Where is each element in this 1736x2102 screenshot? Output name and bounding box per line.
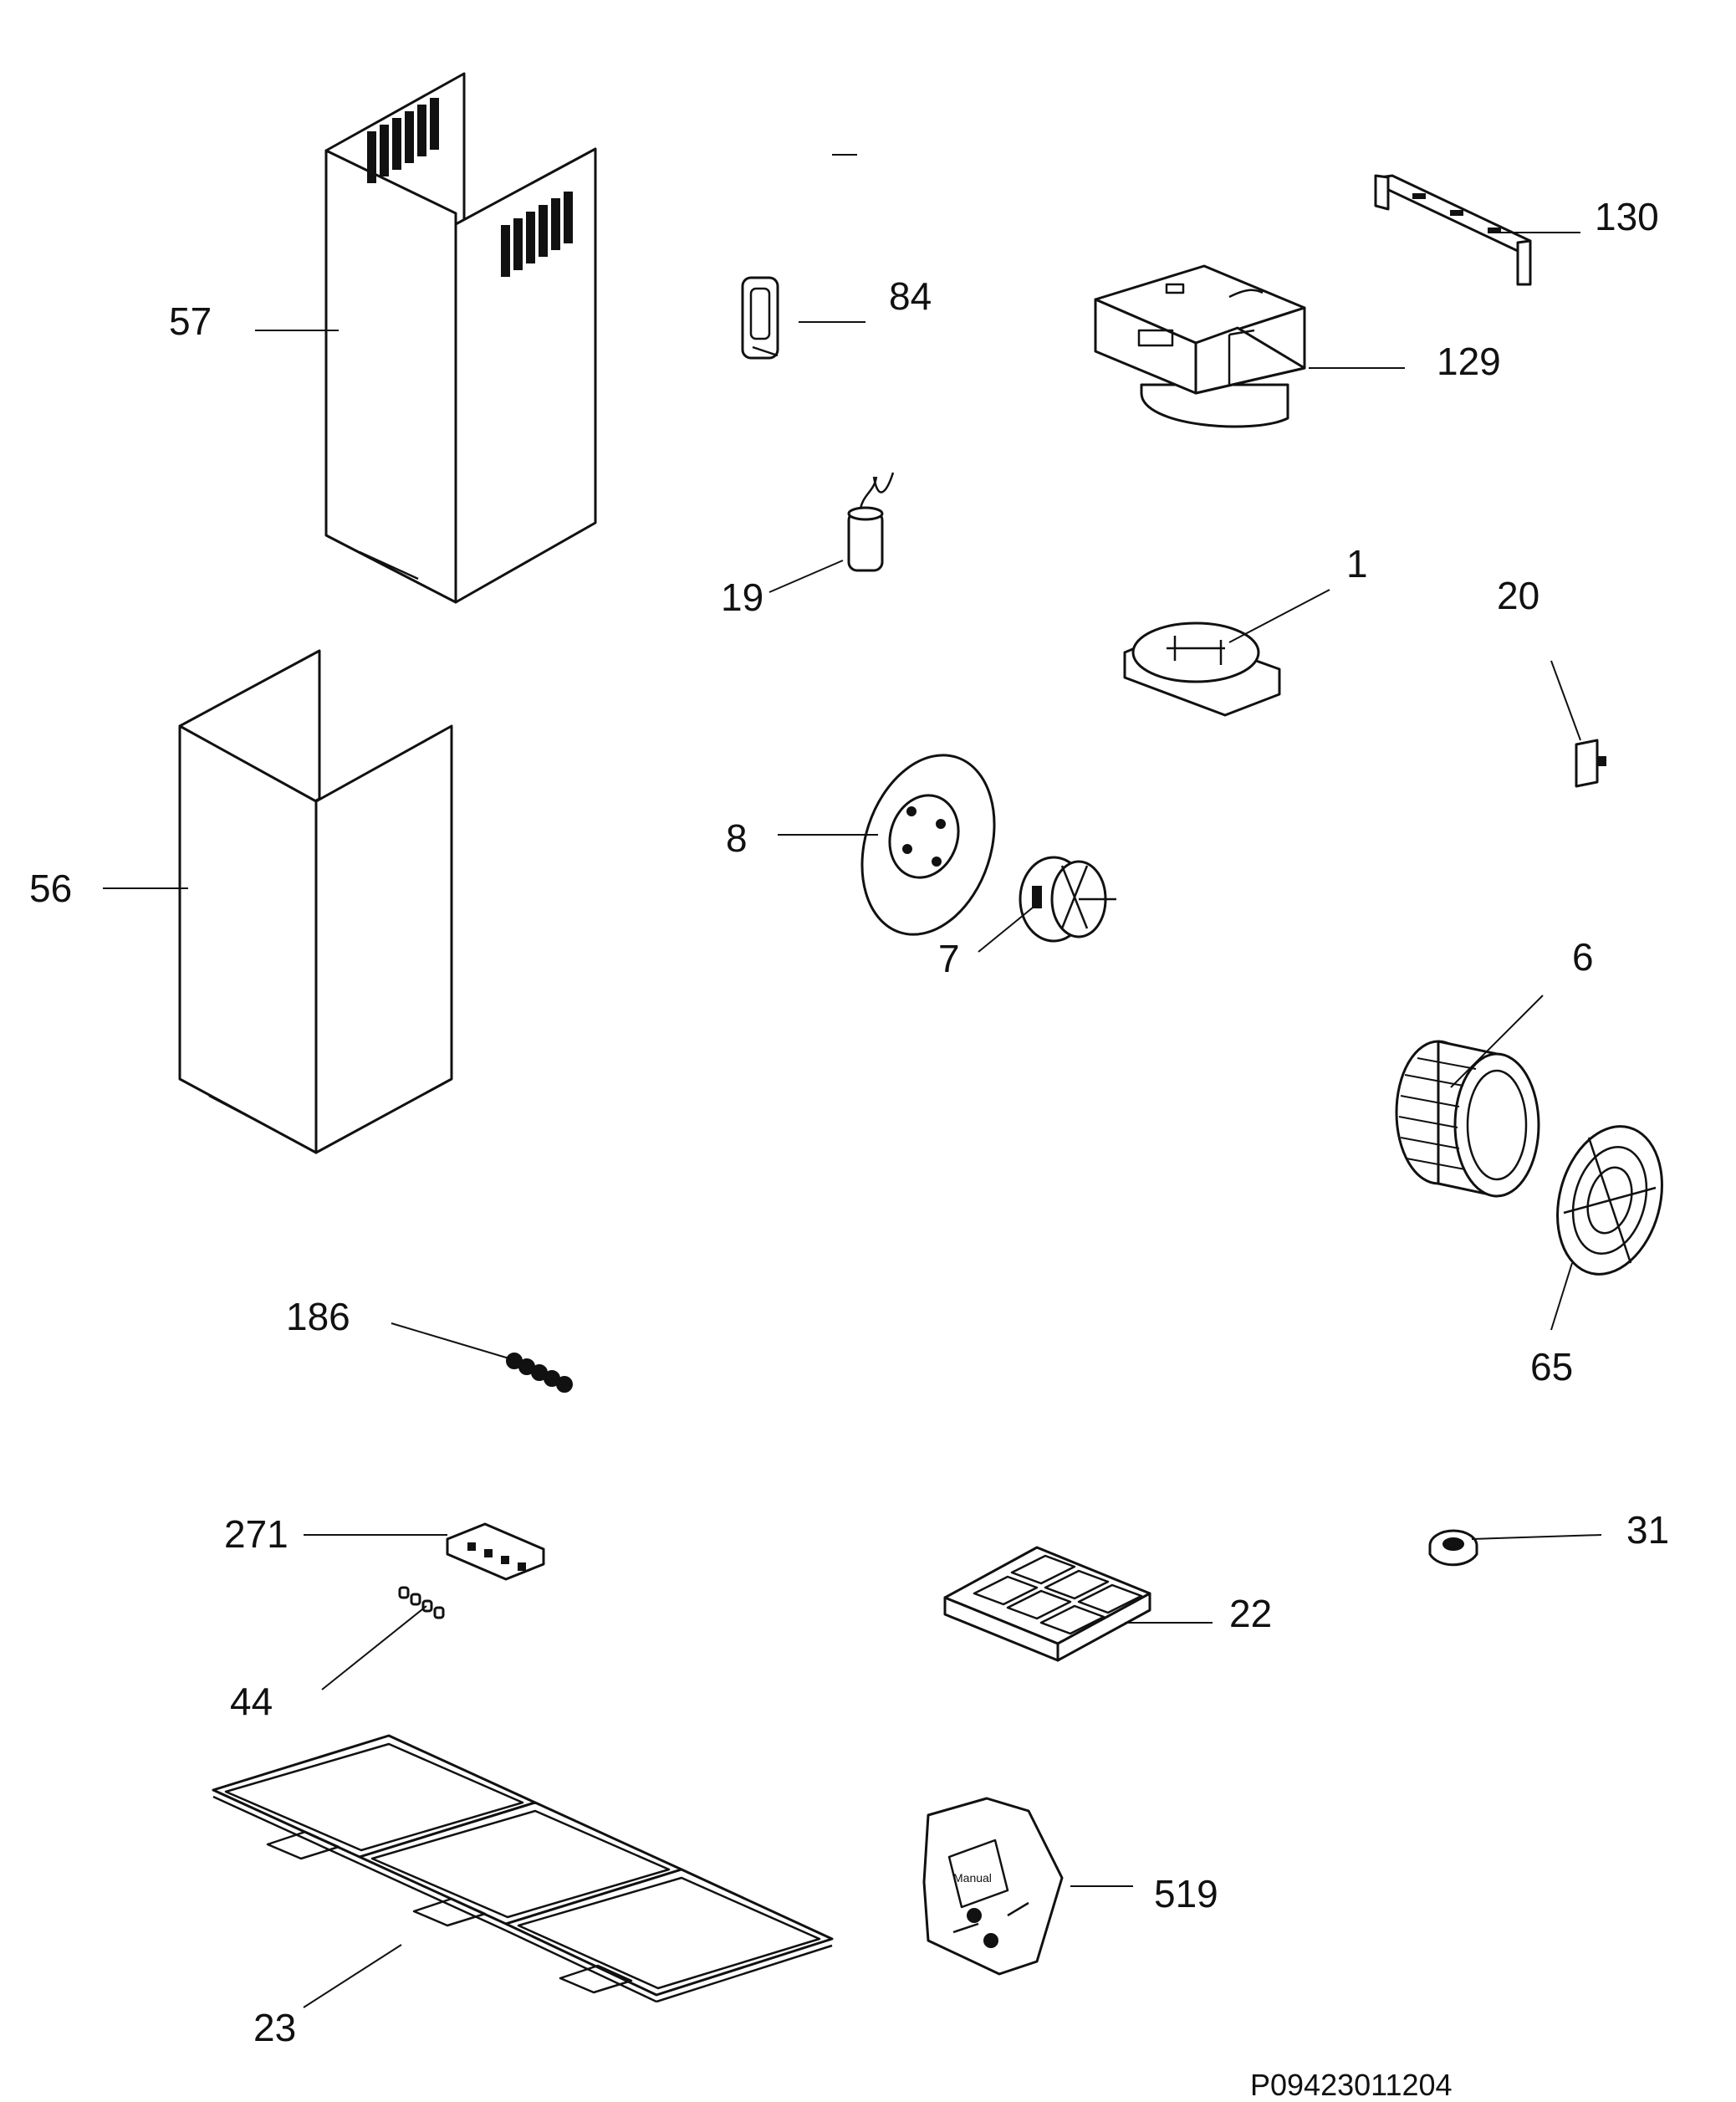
- label-6: 6: [1572, 935, 1594, 979]
- label-20: 20: [1497, 574, 1539, 617]
- part-19-capacitor: [847, 472, 895, 572]
- part-129-outlet-box: [1094, 264, 1306, 428]
- label-22: 22: [1229, 1592, 1272, 1635]
- part-56-lower-chimney: [178, 649, 453, 1154]
- label-57: 57: [169, 299, 212, 343]
- part-186-fasteners: [506, 1353, 573, 1393]
- label-130: 130: [1595, 195, 1659, 238]
- label-271: 271: [224, 1512, 288, 1556]
- part-130-bracket: [1374, 174, 1532, 286]
- label-186: 186: [286, 1295, 350, 1338]
- part-57-upper-chimney: [324, 72, 597, 604]
- label-44: 44: [230, 1680, 273, 1723]
- label-129: 129: [1437, 340, 1501, 383]
- label-31: 31: [1626, 1508, 1669, 1552]
- part-519-accessory-bag: Manual: [922, 1797, 1064, 1976]
- label-84: 84: [889, 274, 932, 318]
- label-1: 1: [1346, 542, 1368, 586]
- document-code: P09423011204: [1250, 2068, 1453, 2102]
- leader-lines: [103, 154, 1602, 2008]
- part-1-motor-plate: [1123, 621, 1281, 717]
- part-labels: 57 56 84 19 130 129 1 20 8 7 6 65 186 27…: [29, 195, 1669, 2049]
- part-22-carbon-filter: [943, 1546, 1151, 1662]
- part-65-grille: [1556, 1125, 1663, 1276]
- part-23-grease-filters: [212, 1734, 834, 2003]
- label-8: 8: [726, 816, 748, 860]
- label-7: 7: [938, 937, 960, 980]
- part-271-control-board: [446, 1522, 545, 1581]
- label-56: 56: [29, 867, 72, 910]
- label-519: 519: [1154, 1872, 1218, 1915]
- manual-label: Manual: [953, 1871, 992, 1885]
- part-31-knob: [1428, 1529, 1478, 1567]
- part-20-switch: [1575, 739, 1606, 788]
- label-65: 65: [1530, 1345, 1573, 1389]
- part-6-blower-wheel: [1395, 1040, 1540, 1198]
- part-8-mounting-ring: [860, 754, 996, 936]
- part-44-knobs: [398, 1586, 445, 1619]
- part-7-motor: [1019, 856, 1116, 943]
- part-84-switch: [741, 276, 779, 360]
- label-23: 23: [253, 2006, 296, 2049]
- label-19: 19: [721, 575, 763, 619]
